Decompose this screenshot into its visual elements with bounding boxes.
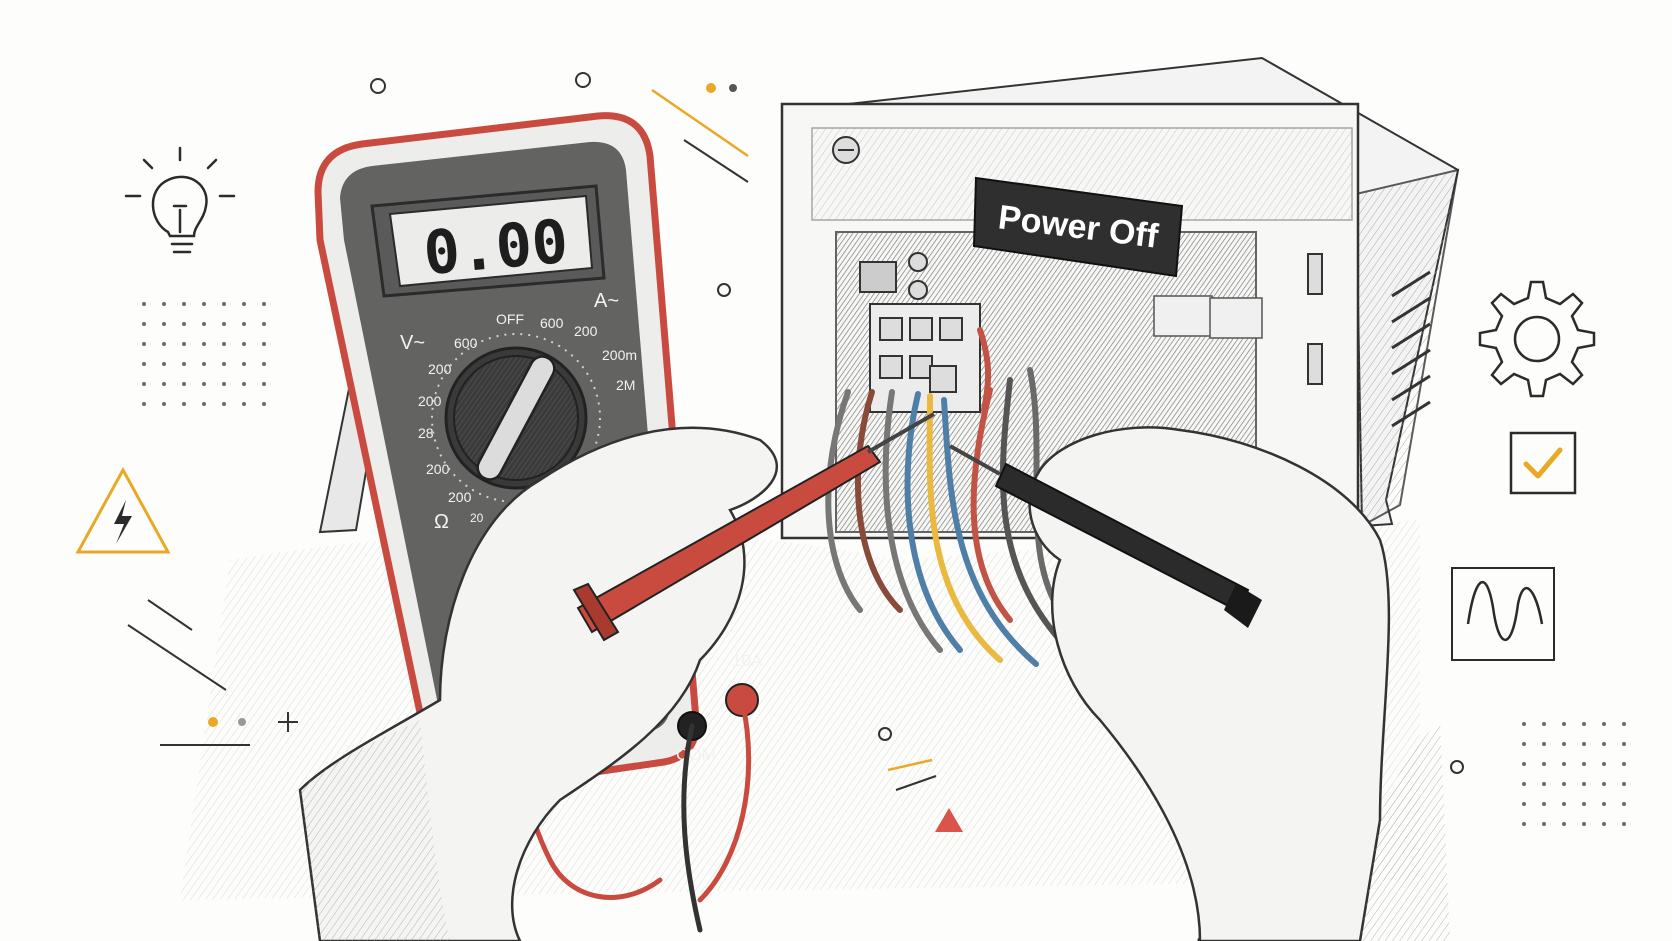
rotary-selector-dial bbox=[431, 333, 601, 503]
dial-label-ohm: Ω bbox=[434, 511, 449, 533]
power-off-label bbox=[972, 176, 1184, 278]
dot-grid-left bbox=[128, 300, 268, 410]
high-voltage-warning-icon bbox=[75, 466, 171, 554]
left-hand bbox=[298, 426, 778, 941]
lightbulb-icon bbox=[124, 146, 236, 254]
dial-label-200-d: 200 bbox=[448, 489, 472, 505]
black-probe bbox=[949, 444, 1262, 628]
multimeter: 0.00 V~ A~ OFF 600 600 200 200 28 200 20… bbox=[314, 112, 763, 794]
red-triangle-mark bbox=[935, 808, 963, 832]
accent-dot bbox=[238, 718, 246, 726]
dial-label-20: 20 bbox=[470, 511, 484, 525]
right-hand bbox=[1028, 426, 1450, 941]
display-reading: 0.00 bbox=[421, 207, 571, 289]
dial-label-a-ac: A~ bbox=[594, 290, 619, 312]
accent-dot bbox=[208, 717, 218, 727]
jack-label-com: COM bbox=[676, 745, 716, 764]
dial-label-2m: 2M bbox=[616, 377, 635, 393]
wire-bundle bbox=[825, 327, 1089, 667]
dial-label-200m: 200m bbox=[602, 347, 637, 363]
dial-label-off: OFF bbox=[496, 311, 524, 327]
checkbox-checked-icon bbox=[1509, 431, 1577, 495]
dial-label-600-right: 600 bbox=[540, 315, 564, 331]
dial-label-200-a: 200 bbox=[428, 361, 452, 377]
dial-label-v-ac: V~ bbox=[400, 332, 425, 354]
red-probe bbox=[572, 412, 935, 642]
gear-icon bbox=[1478, 280, 1596, 398]
decorative-marks bbox=[127, 72, 1464, 791]
terminal-block bbox=[859, 252, 981, 413]
dot-grid-right bbox=[1520, 712, 1640, 827]
waveform-icon bbox=[1451, 567, 1555, 661]
dial-label-28: 28 bbox=[418, 425, 434, 441]
lcd-display bbox=[370, 184, 606, 298]
dial-label-200-b: 200 bbox=[418, 393, 442, 409]
dial-label-200-c: 200 bbox=[426, 461, 450, 477]
dial-label-600-left: 600 bbox=[454, 335, 478, 351]
accent-dot bbox=[729, 84, 737, 92]
vent-slots bbox=[1391, 270, 1431, 428]
jack-label-10a: 10A bbox=[732, 651, 763, 670]
dial-label-200-right: 200 bbox=[574, 323, 598, 339]
accent-dot bbox=[706, 83, 716, 93]
